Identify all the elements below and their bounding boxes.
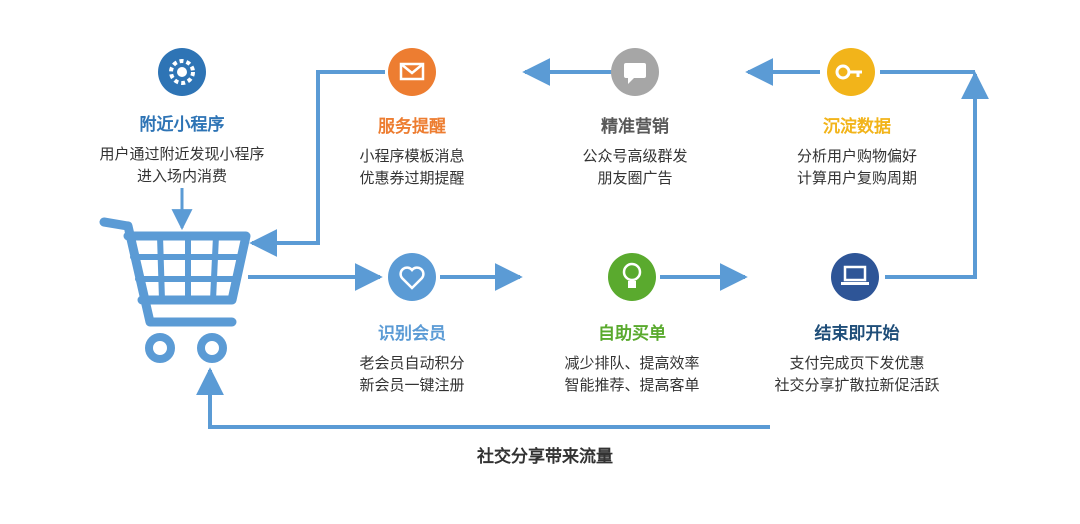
member-line1: 老会员自动积分 [359, 354, 465, 372]
node-data-circle [827, 48, 875, 96]
reminder-line1: 小程序模板消息 [359, 147, 465, 165]
checkout-description: 减少排队、提高效率 智能推荐、提高客单 [512, 352, 752, 396]
data-line2: 计算用户复购周期 [796, 169, 917, 187]
checkout-line2: 智能推荐、提高客单 [564, 376, 700, 394]
node-checkout-circle [608, 253, 656, 301]
reminder-title: 服务提醒 [378, 117, 446, 137]
entry-line1: 用户通过附近发现小程序 [99, 145, 265, 163]
marketing-title: 精准营销 [601, 117, 669, 137]
key-icon [835, 64, 862, 80]
node-marketing-circle [611, 48, 659, 96]
data-description: 分析用户购物偏好 计算用户复购周期 [737, 145, 977, 189]
gear-icon [158, 48, 206, 96]
shopping-cart-icon [99, 217, 251, 363]
restart-line1: 支付完成页下发优惠 [789, 354, 925, 372]
member-description: 老会员自动积分 新会员一键注册 [292, 352, 532, 396]
marketing-line2: 朋友圈广告 [597, 169, 673, 187]
checkout-title: 自助买单 [598, 324, 666, 344]
entry-line2: 进入场内消费 [136, 167, 227, 185]
lightbulb-icon [622, 262, 642, 288]
member-title: 识别会员 [378, 324, 446, 344]
member-line2: 新会员一键注册 [359, 376, 465, 394]
laptop-icon [841, 265, 869, 285]
node-restart-circle [831, 253, 879, 301]
chat-icon [624, 63, 646, 84]
data-title: 沉淀数据 [823, 117, 891, 137]
data-line1: 分析用户购物偏好 [796, 147, 917, 165]
node-reminder-circle [388, 48, 436, 96]
entry-title: 附近小程序 [139, 115, 225, 135]
checkout-line1: 减少排队、提高效率 [564, 354, 700, 372]
entry-description: 用户通过附近发现小程序 进入场内消费 [62, 143, 302, 187]
reminder-line2: 优惠券过期提醒 [359, 169, 465, 187]
reminder-description: 小程序模板消息 优惠券过期提醒 [292, 145, 532, 189]
marketing-line1: 公众号高级群发 [582, 147, 688, 165]
feedback-loop-line [196, 367, 770, 429]
node-member-circle [388, 253, 436, 301]
heart-icon [399, 266, 425, 290]
mail-icon [399, 62, 425, 81]
restart-description: 支付完成页下发优惠 社交分享扩散拉新促活跃 [737, 352, 977, 396]
restart-title: 结束即开始 [814, 324, 900, 344]
top-flow-line [249, 58, 975, 257]
restart-line2: 社交分享扩散拉新促活跃 [774, 376, 940, 394]
marketing-description: 公众号高级群发 朋友圈广告 [515, 145, 755, 189]
footer-label: 社交分享带来流量 [477, 447, 613, 467]
